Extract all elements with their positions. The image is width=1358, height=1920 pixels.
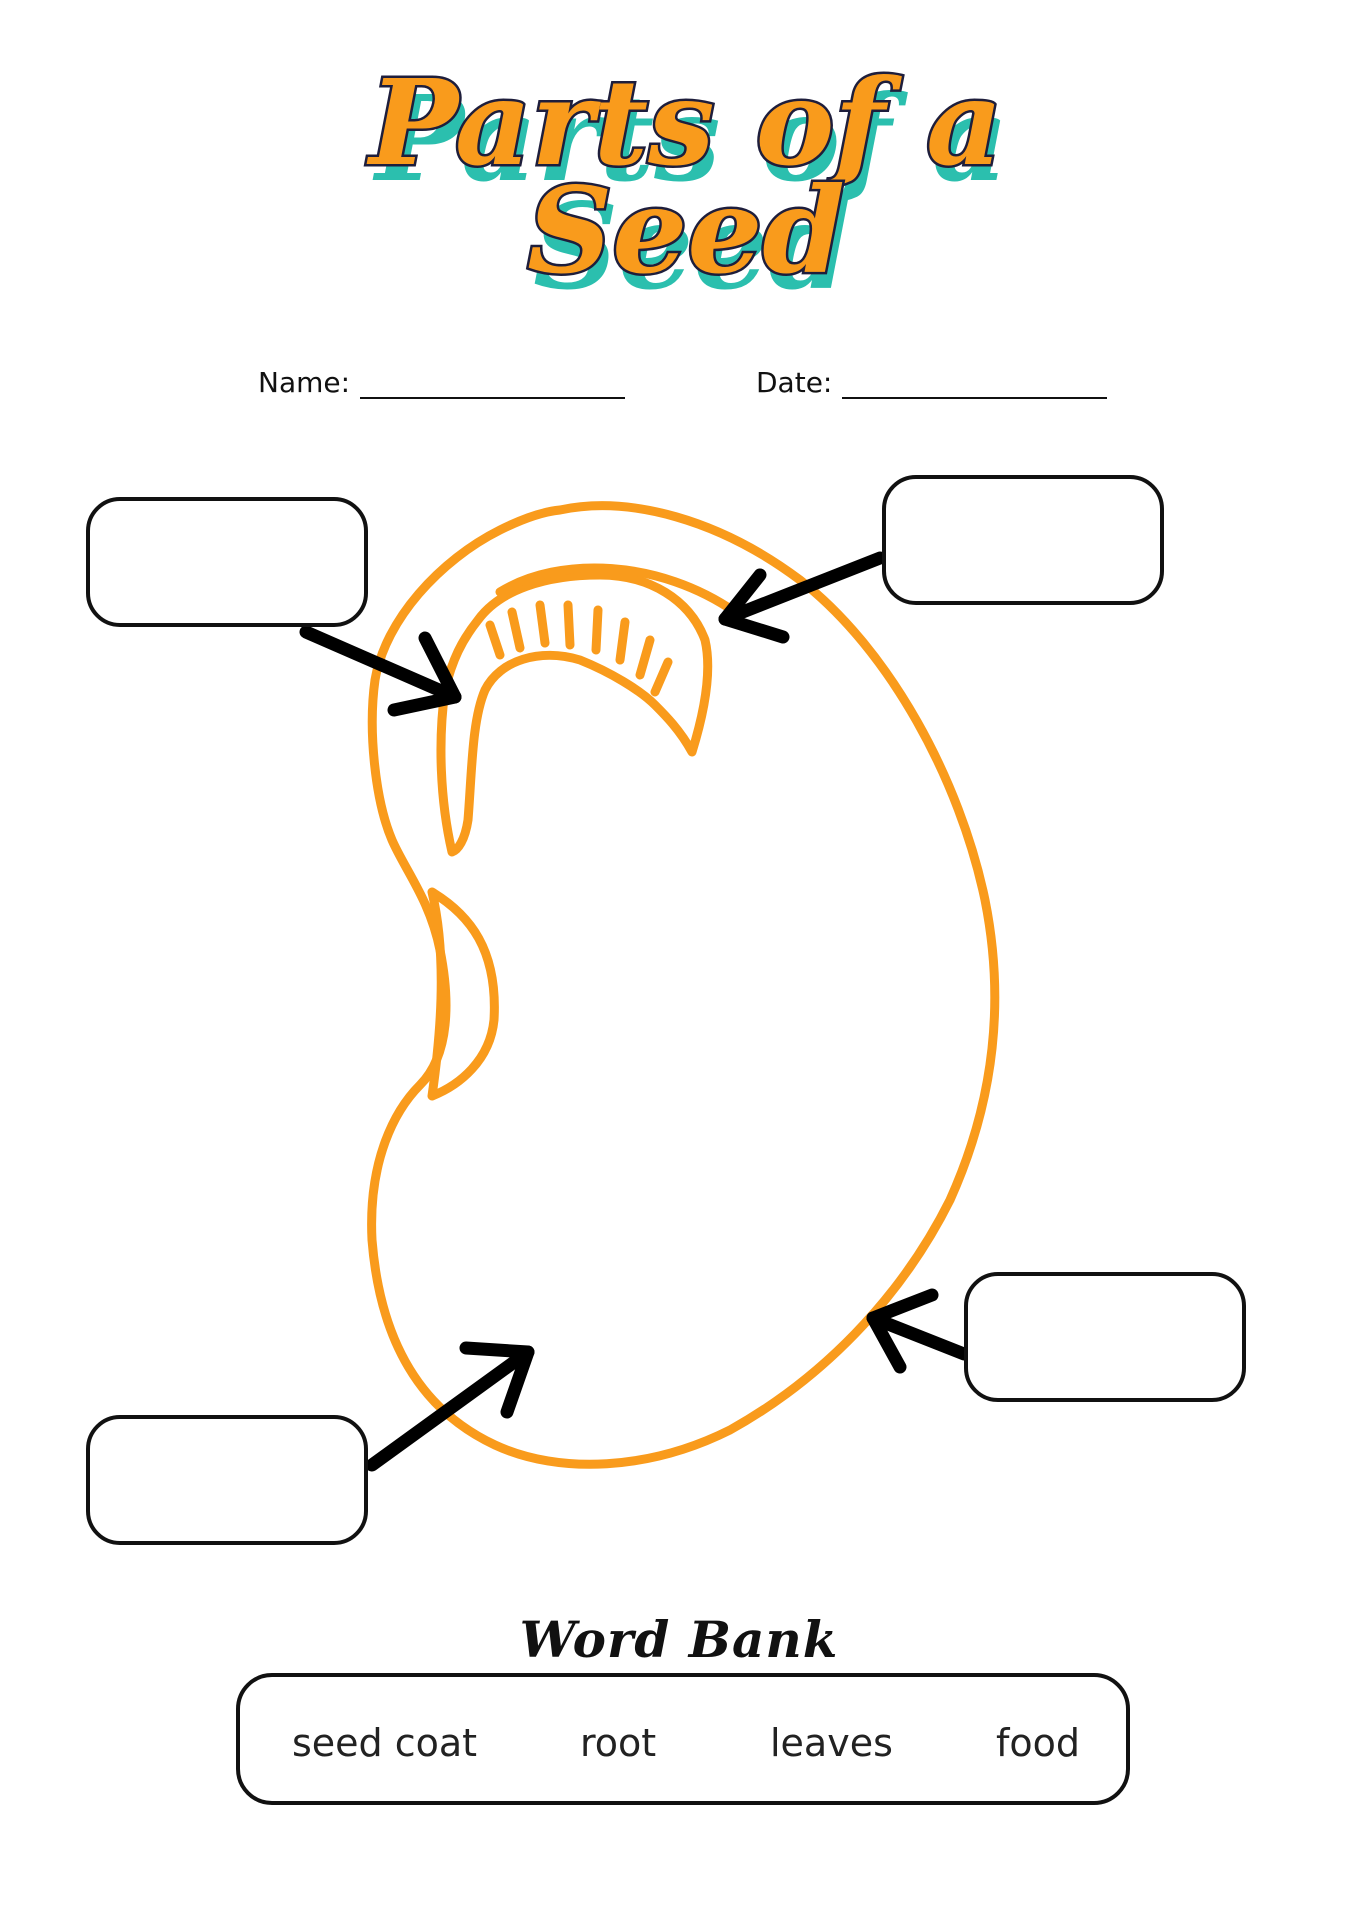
worksheet-title: Parts of a Parts of a Seed Seed [364,51,1009,317]
arrow-bottom-right [866,1288,971,1374]
word-bank-item: seed coat [292,1721,478,1765]
word-bank-item: leaves [770,1721,893,1765]
title-line1: Parts of a [366,53,1002,192]
name-blank-line[interactable] [360,367,626,399]
hilum [427,887,499,1101]
word-bank-title: Word Bank [519,1610,839,1669]
word-bank-item: root [580,1721,657,1765]
name-field[interactable]: Name: [258,366,626,399]
date-blank-line[interactable] [842,367,1108,399]
word-bank-item: food [996,1721,1080,1765]
label-box-bottom-right[interactable] [964,1272,1246,1402]
label-box-top-left[interactable] [86,497,368,627]
date-label: Date: [756,366,833,399]
title-line1-shadow: Parts of a [372,69,1008,208]
arrow-top-right [718,551,887,644]
word-bank-box: seed coat root leaves food [236,1673,1130,1805]
arrow-bottom-left [365,1341,535,1472]
embryo-radicle [436,570,713,857]
label-box-top-right[interactable] [882,475,1164,605]
arrow-top-left [299,625,462,717]
date-field[interactable]: Date: [756,366,1108,399]
embryo-plumule [485,600,673,697]
student-info-fields: Name: Date: [0,366,1358,416]
name-label: Name: [258,366,351,399]
label-box-bottom-left[interactable] [86,1415,368,1545]
title-line2: Seed [527,161,845,300]
inner-arc [495,563,740,617]
seed-diagram [299,501,1000,1472]
seed-coat-outline [367,501,1000,1469]
title-line2-shadow: Seed [533,177,851,316]
